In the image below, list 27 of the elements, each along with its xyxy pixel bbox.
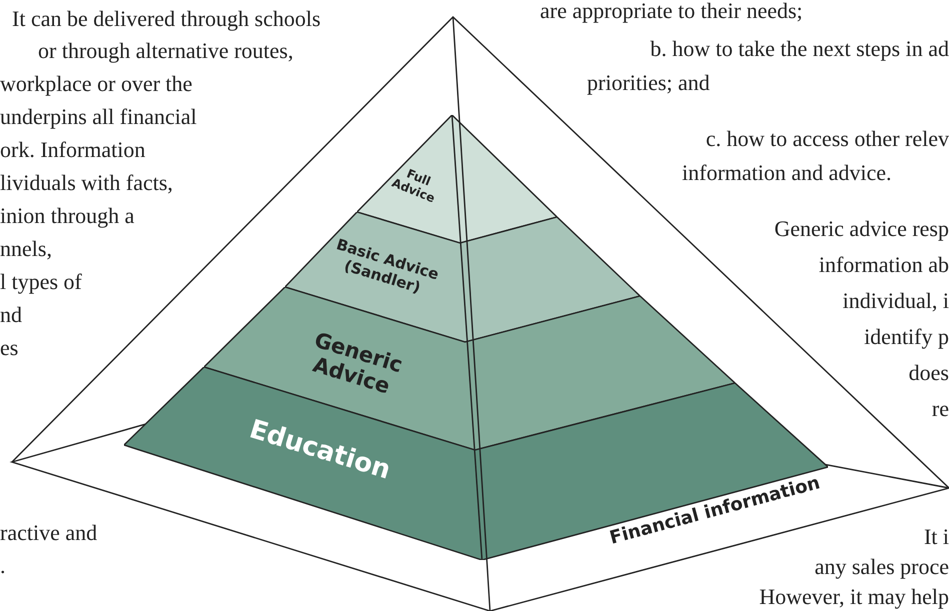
body-text-line: identify p [864,326,949,348]
body-text-line: b. how to take the next steps in ad [650,38,949,60]
body-text-line: It i [924,526,949,548]
body-text-line: information ab [818,254,949,276]
body-text-line: Generic advice resp [774,218,949,240]
body-text-line: inion through a [0,205,134,227]
body-text-line: priorities; and [587,72,710,94]
body-text-line: lividuals with facts, [0,172,173,194]
body-text-line: es [0,337,18,359]
body-text-line: It can be delivered through schools [12,8,321,30]
body-text-line: . [0,555,6,577]
body-text-line: re [932,398,949,420]
body-text-line: nnels, [0,238,52,260]
body-text-line: are appropriate to their needs; [540,0,803,22]
body-text-line: ork. Information [0,139,146,161]
body-text-line: any sales proce [814,556,949,578]
body-text-line: information and advice. [682,162,892,184]
body-text-line: workplace or over the [0,73,192,95]
body-text-line: individual, i [842,290,949,312]
body-text-line: ractive and [0,522,98,544]
body-text-line: underpins all financial [0,106,197,128]
body-text-line: l types of [0,271,82,293]
body-text-line: nd [0,304,22,326]
body-text-line: c. how to access other relev [706,128,949,150]
body-text-line: However, it may help [759,586,949,608]
body-text-line: does [908,362,949,384]
body-text-line: or through alternative routes, [38,40,294,62]
